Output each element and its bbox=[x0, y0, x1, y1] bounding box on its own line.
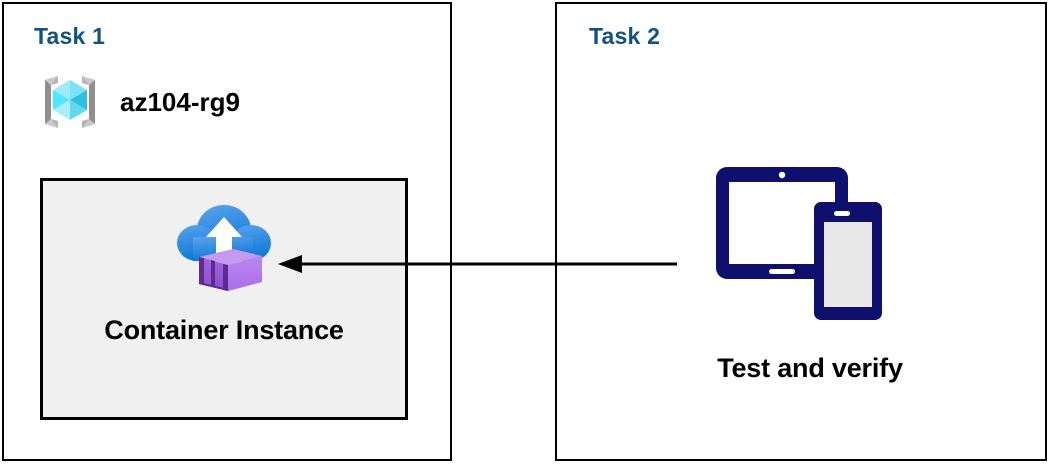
phone-shape bbox=[814, 202, 882, 320]
task-2-label: Task 2 bbox=[589, 23, 661, 49]
resource-group-name: az104-rg9 bbox=[120, 86, 240, 117]
azure-resource-group-icon bbox=[34, 66, 106, 138]
container-instance-label: Container Instance bbox=[104, 315, 344, 345]
verify-arrow bbox=[272, 250, 684, 278]
task-1-panel: Task 1 bbox=[2, 2, 452, 461]
resource-group-row: az104-rg9 bbox=[34, 66, 240, 138]
test-verify-label: Test and verify bbox=[717, 353, 903, 383]
task-2-panel: Task 2 bbox=[555, 2, 1047, 461]
tablet-and-phone-icon bbox=[710, 159, 910, 339]
task-1-label: Task 1 bbox=[34, 23, 106, 49]
test-verify-group: Test and verify bbox=[675, 159, 945, 384]
container-instance-box: Container Instance bbox=[40, 178, 408, 420]
azure-container-instance-icon bbox=[175, 199, 273, 293]
